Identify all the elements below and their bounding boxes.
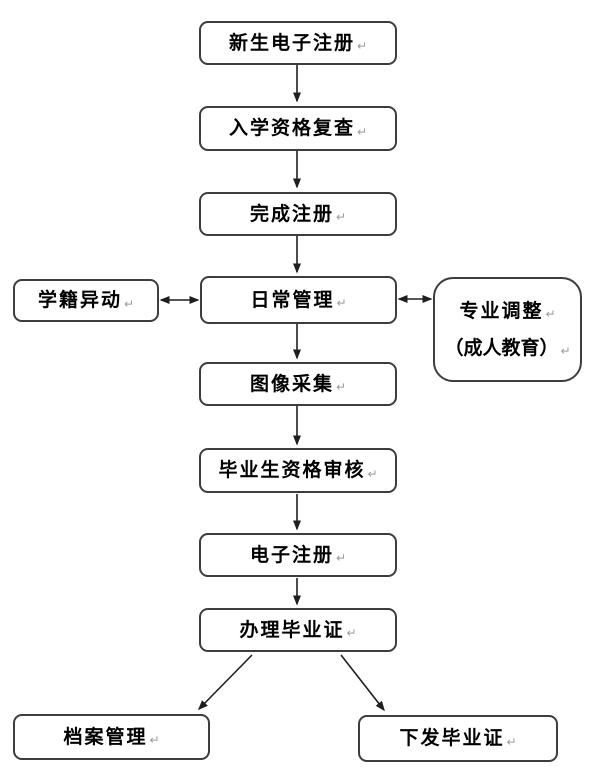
node-archive-management: 档案管理↵ (13, 714, 210, 760)
arrow-diagonal-right (340, 654, 385, 712)
arrow-diagonal-left (197, 654, 253, 711)
return-mark: ↵ (346, 626, 357, 640)
node-label: 下发毕业证 (399, 728, 505, 749)
return-mark: ↵ (560, 344, 571, 358)
return-mark: ↵ (506, 734, 517, 749)
node-label: 毕业生资格审核 (218, 460, 366, 481)
return-mark: ↵ (123, 296, 135, 311)
node-label: 完成注册 (249, 203, 334, 225)
node-label: 图像采集 (249, 373, 334, 395)
return-mark: ↵ (356, 39, 368, 53)
node-label: 电子注册 (249, 544, 334, 566)
node-graduate-qualification-review: 毕业生资格审核↵ (199, 448, 397, 493)
node-label-line2: （成人教育） (444, 337, 559, 359)
node-daily-management: 日常管理↵ (200, 276, 397, 324)
node-label: 入学资格复查 (228, 118, 355, 139)
return-mark: ↵ (545, 307, 556, 321)
return-mark: ↵ (367, 466, 378, 481)
node-label: 办理毕业证 (239, 619, 345, 641)
return-mark: ↵ (336, 296, 347, 310)
node-e-registration: 电子注册↵ (199, 533, 397, 577)
node-admission-qualification-recheck: 入学资格复查↵ (199, 106, 397, 151)
node-issue-graduation-certificate: 下发毕业证↵ (358, 715, 558, 762)
node-image-collection: 图像采集↵ (199, 362, 397, 406)
node-label: 学籍异动 (37, 290, 122, 311)
node-student-status-change: 学籍异动↵ (13, 279, 159, 322)
node-label: 档案管理 (63, 726, 148, 748)
node-complete-registration: 完成注册↵ (199, 192, 397, 236)
node-process-graduation-certificate: 办理毕业证↵ (199, 608, 397, 652)
return-mark: ↵ (335, 551, 347, 565)
node-label: 日常管理 (250, 289, 335, 311)
return-mark: ↵ (335, 210, 347, 224)
return-mark: ↵ (335, 380, 347, 394)
node-major-adjustment: 专业调整↵ （成人教育）↵ (433, 277, 582, 382)
node-label: 专业调整 (459, 300, 544, 322)
return-mark: ↵ (356, 124, 368, 139)
node-label: 新生电子注册 (228, 32, 355, 54)
node-new-student-e-registration: 新生电子注册↵ (199, 21, 397, 65)
return-mark: ↵ (149, 733, 160, 747)
